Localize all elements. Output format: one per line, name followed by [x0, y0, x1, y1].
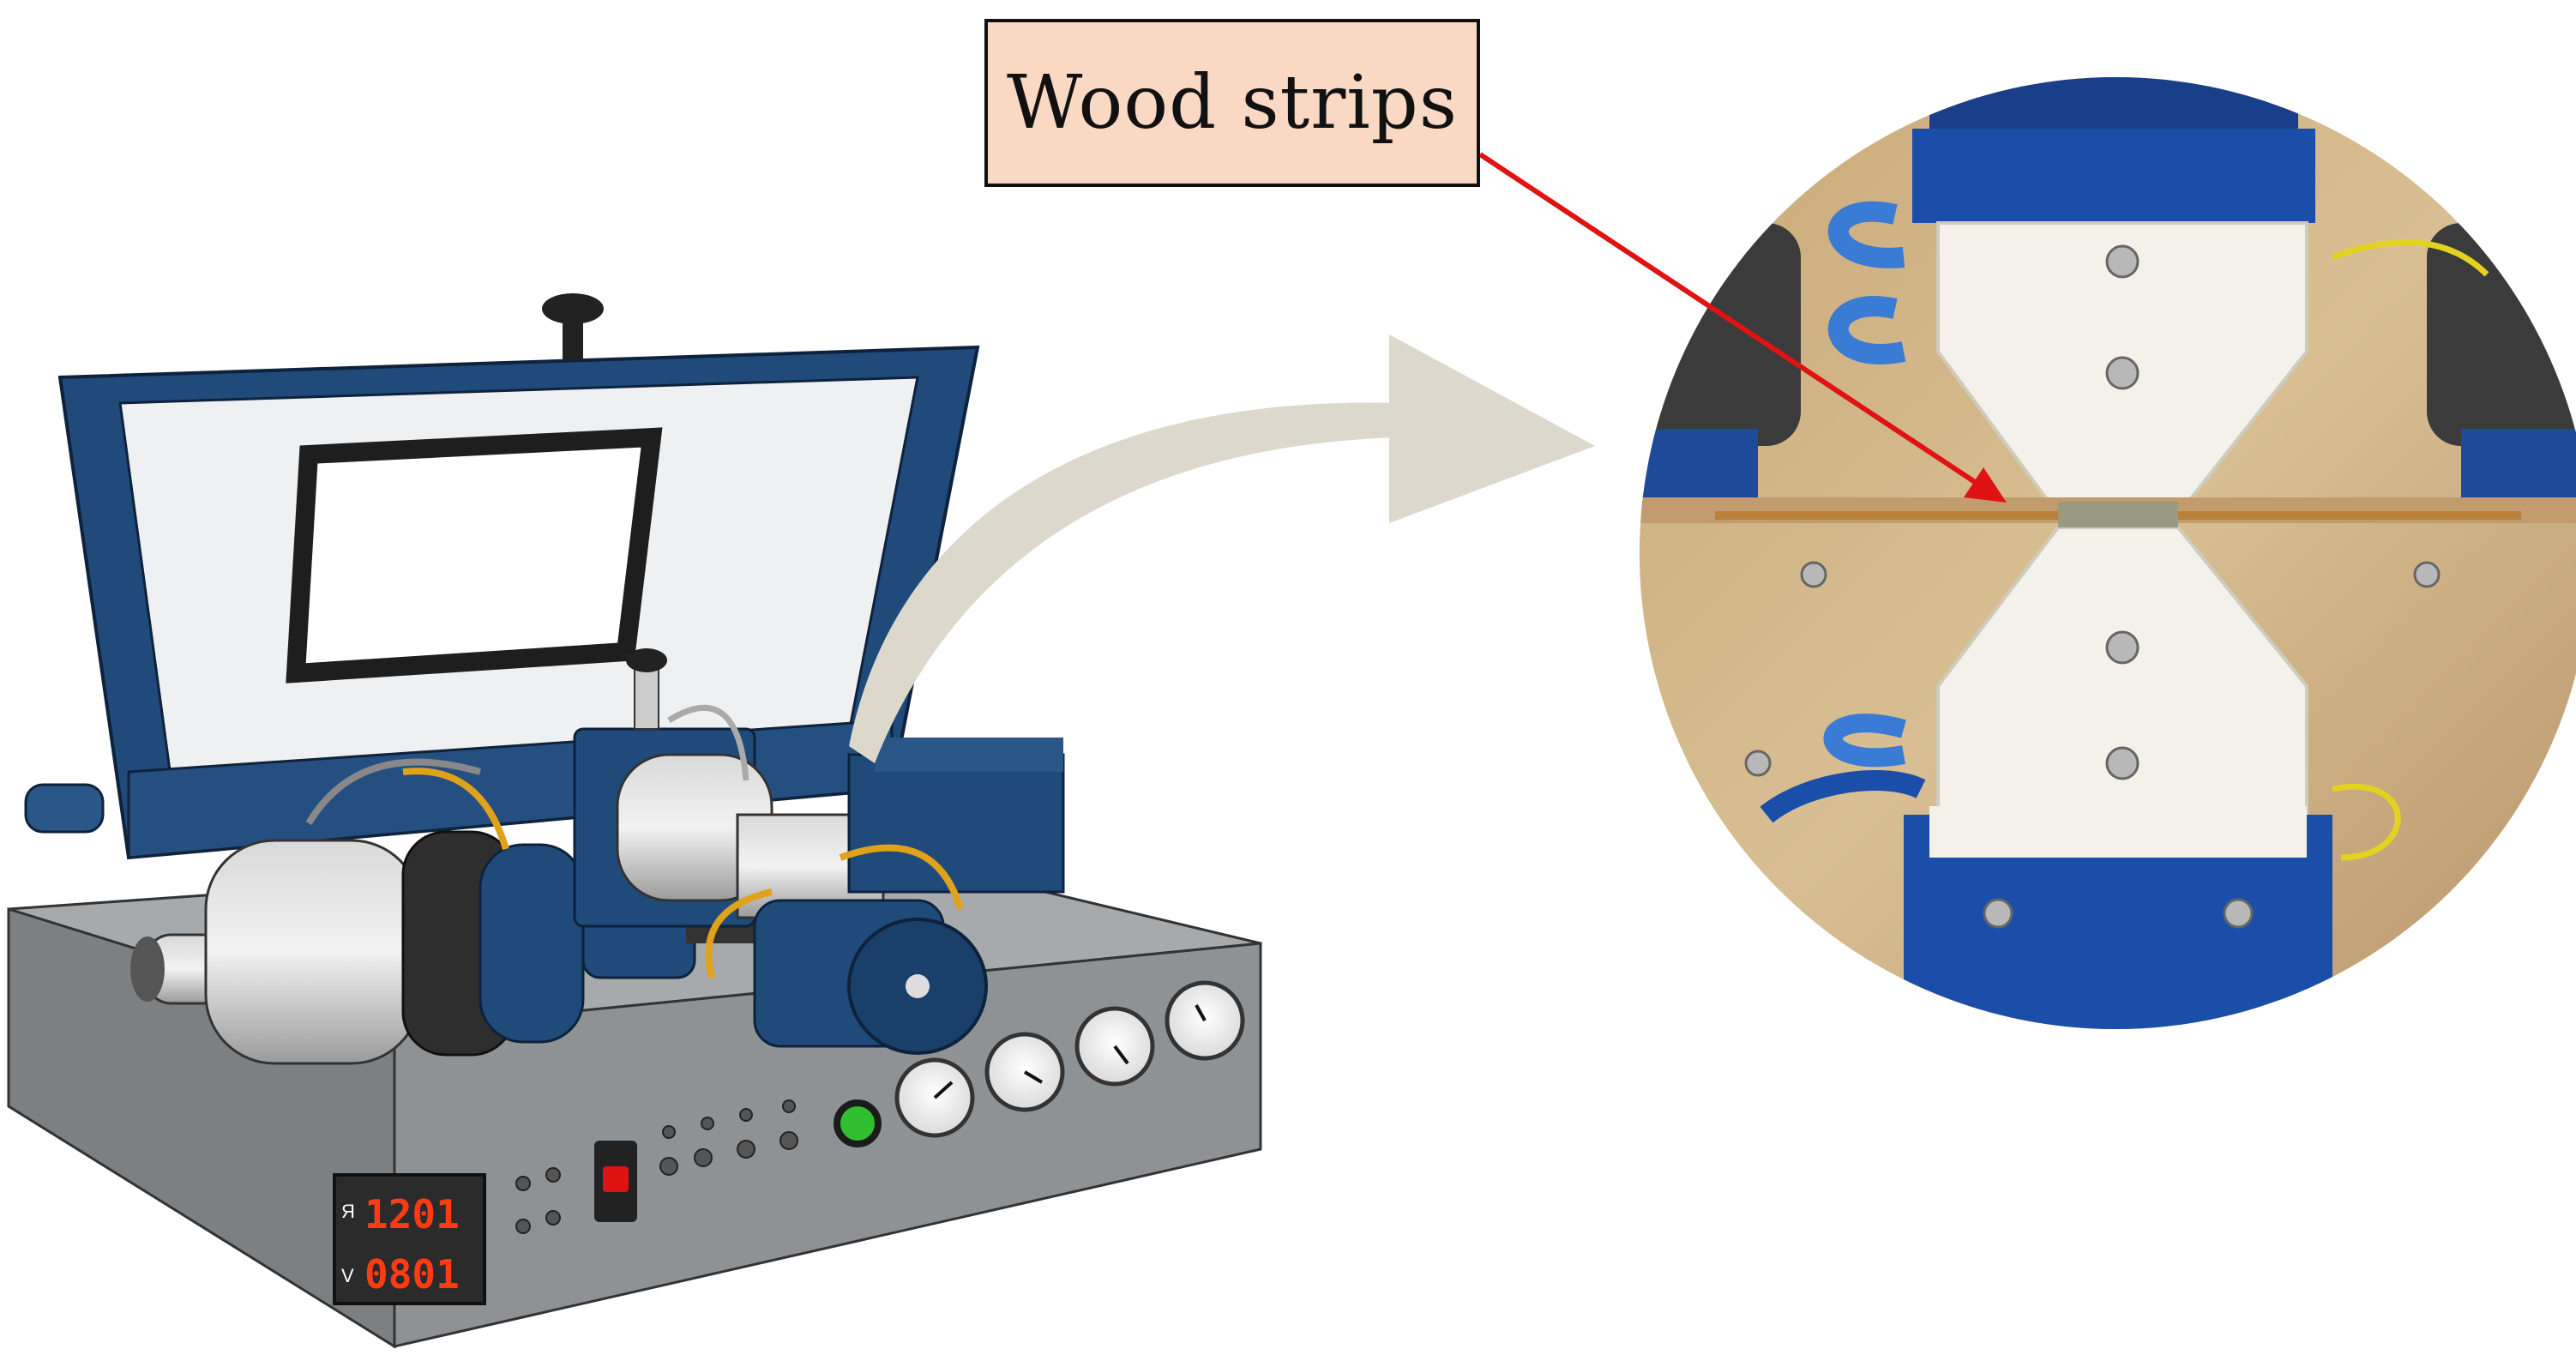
- lid-window: [286, 427, 663, 684]
- toggle-switches: [515, 1099, 798, 1234]
- lid-side-peg: [24, 783, 105, 834]
- display-top-value: 1201: [364, 1191, 460, 1238]
- lid-handle-knob: [542, 293, 604, 324]
- flow-arrow: [849, 334, 1595, 763]
- red-switch: [603, 1166, 629, 1192]
- panel-display: Я V 1201 0801: [333, 1173, 486, 1305]
- pointer-arrow: [1478, 152, 2007, 503]
- power-button: [834, 1099, 882, 1147]
- clamp-closeup-photo: [1640, 77, 2576, 1029]
- left-motor: [130, 758, 585, 1065]
- display-bottom-value: 0801: [364, 1251, 460, 1298]
- display-side-bottom: V: [341, 1265, 354, 1286]
- wood-strips-callout: Wood strips: [984, 19, 1480, 187]
- testing-machine-illustration: Я V 1201 0801: [7, 293, 1262, 1349]
- display-side-top: Я: [341, 1201, 355, 1222]
- callout-label: Wood strips: [1007, 60, 1458, 146]
- right-clamp-unit: [705, 738, 1065, 1055]
